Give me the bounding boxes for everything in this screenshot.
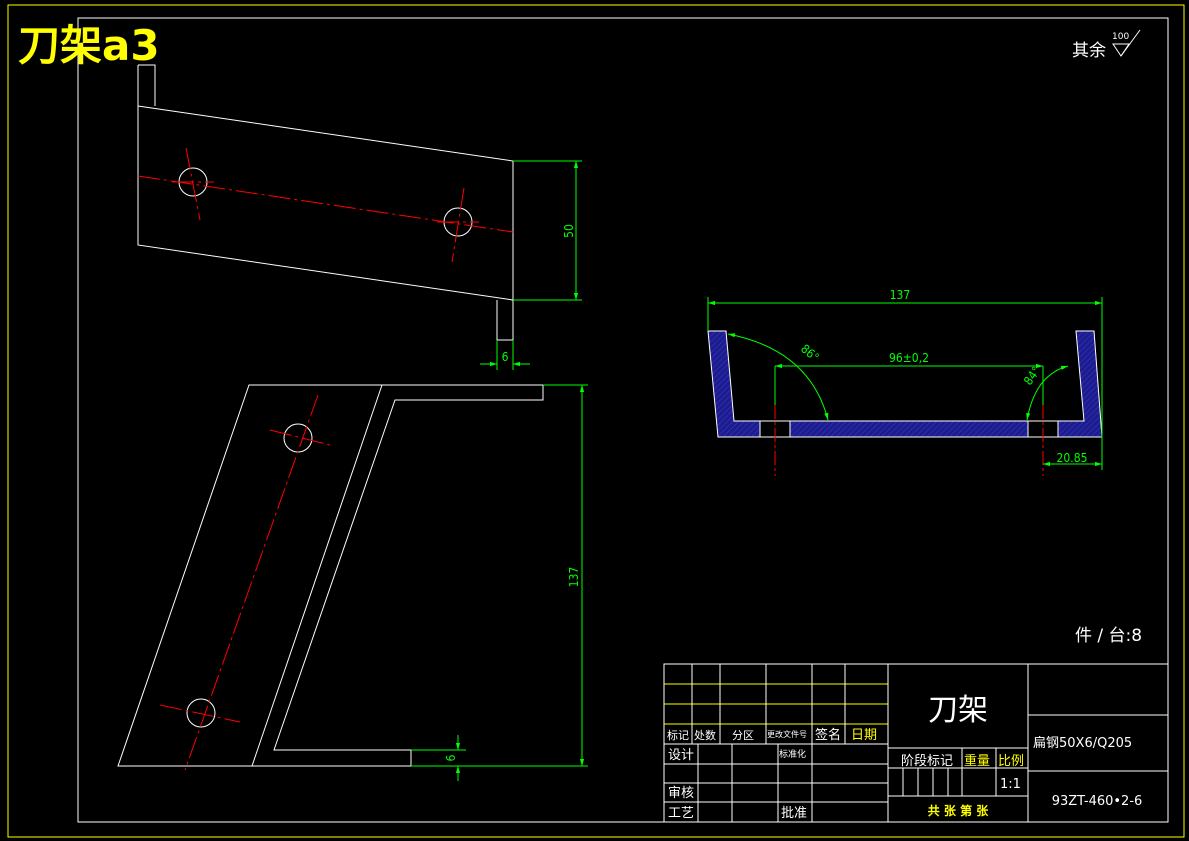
dim-section-length: 137 (890, 288, 911, 302)
title-block-text: 标记 处数 分区 更改文件号 签名 日期 设计 标准化 审核 工艺 批准 刀架 … (667, 693, 1142, 821)
label-weight: 重量 (964, 753, 990, 769)
label-signature: 签名 (815, 727, 841, 743)
outer-border (7, 4, 1185, 838)
label-date: 日期 (851, 728, 877, 743)
top-view-centerlines (159, 394, 331, 771)
front-view-dimensions (480, 160, 582, 370)
title-block (663, 663, 1169, 823)
label-stage-mark: 阶段标记 (901, 754, 953, 769)
label-sheets: 共 张 第 张 (928, 803, 990, 818)
section-centerlines (774, 405, 1044, 476)
quantity-note: 件 / 台:8 (1075, 626, 1142, 646)
material-spec: 扁钢50X6/Q205 (1033, 736, 1132, 751)
label-approve: 批准 (781, 806, 807, 821)
surface-roughness-note: 其余 (1072, 41, 1106, 61)
section-dimensions (707, 297, 1103, 470)
label-change-doc: 更改文件号 (767, 729, 807, 739)
front-view-centerlines (137, 147, 514, 263)
front-view (137, 64, 514, 341)
dim-section-angle-left: 86° (798, 342, 822, 365)
roughness-value: 100 (1112, 32, 1129, 42)
top-view (117, 384, 544, 767)
dim-top-length: 137 (567, 567, 581, 588)
drawing-title: 刀架a3 (18, 21, 160, 70)
dim-top-thickness: 6 (444, 754, 458, 761)
dim-front-height: 50 (562, 224, 576, 238)
label-ratio: 比例 (998, 754, 1024, 769)
part-name: 刀架 (928, 693, 988, 728)
inner-frame (77, 17, 1169, 823)
label-zone: 分区 (732, 729, 754, 742)
label-mark: 标记 (667, 728, 689, 742)
top-view-dimensions (411, 384, 588, 781)
drawing-number: 93ZT-460•2-6 (1052, 794, 1143, 809)
label-process: 工艺 (668, 806, 694, 821)
dim-section-inner: 96±0,2 (889, 351, 929, 365)
label-count: 处数 (694, 729, 716, 742)
dim-front-tab-width: 6 (502, 350, 509, 364)
dim-section-angle-right: 84° (1021, 364, 1043, 388)
label-standard: 标准化 (779, 748, 806, 760)
scale-value: 1:1 (1000, 777, 1021, 792)
roughness-symbol-icon (1112, 29, 1141, 57)
label-design: 设计 (668, 748, 694, 763)
dim-section-offset: 20.85 (1057, 451, 1088, 465)
label-review: 审核 (668, 786, 694, 801)
